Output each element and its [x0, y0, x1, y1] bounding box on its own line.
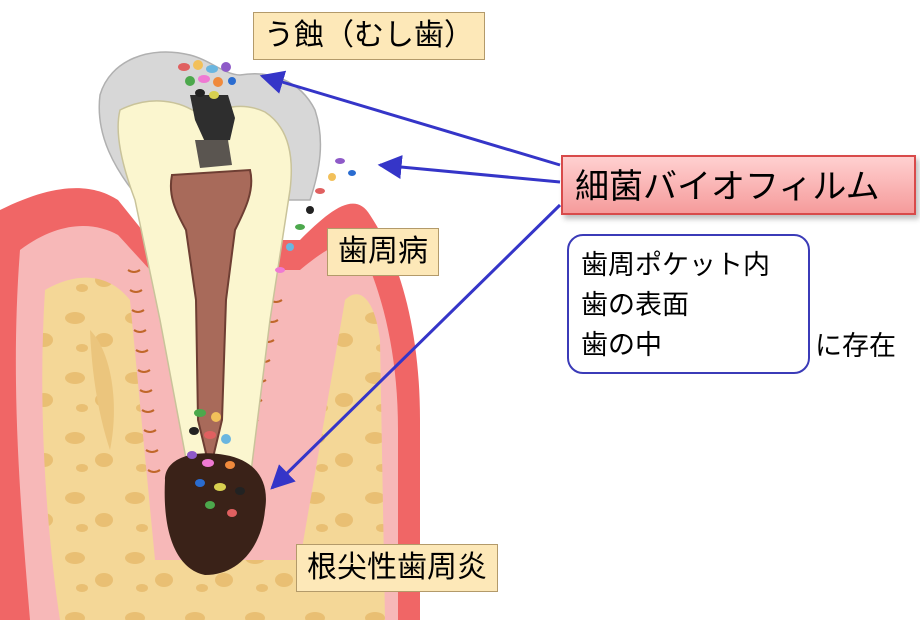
location-item: 歯周ポケット内 [581, 250, 770, 281]
arrow-icon [259, 70, 562, 490]
location-list: 歯周ポケット内 歯の表面 歯の中 [567, 234, 810, 374]
exists-text: に存在 [815, 331, 896, 362]
caries-label: う蝕（むし歯） [253, 12, 485, 60]
alveolar-bone [42, 277, 385, 620]
periodontal-label: 歯周病 [327, 228, 439, 276]
location-item: 歯の中 [581, 330, 662, 361]
bacteria-cluster-icon [178, 60, 356, 517]
biofilm-label: 細菌バイオフィルム [561, 155, 916, 215]
apical-periodontitis-label: 根尖性歯周炎 [296, 544, 498, 592]
location-item: 歯の表面 [581, 290, 689, 321]
periapical-lesion [164, 453, 266, 575]
